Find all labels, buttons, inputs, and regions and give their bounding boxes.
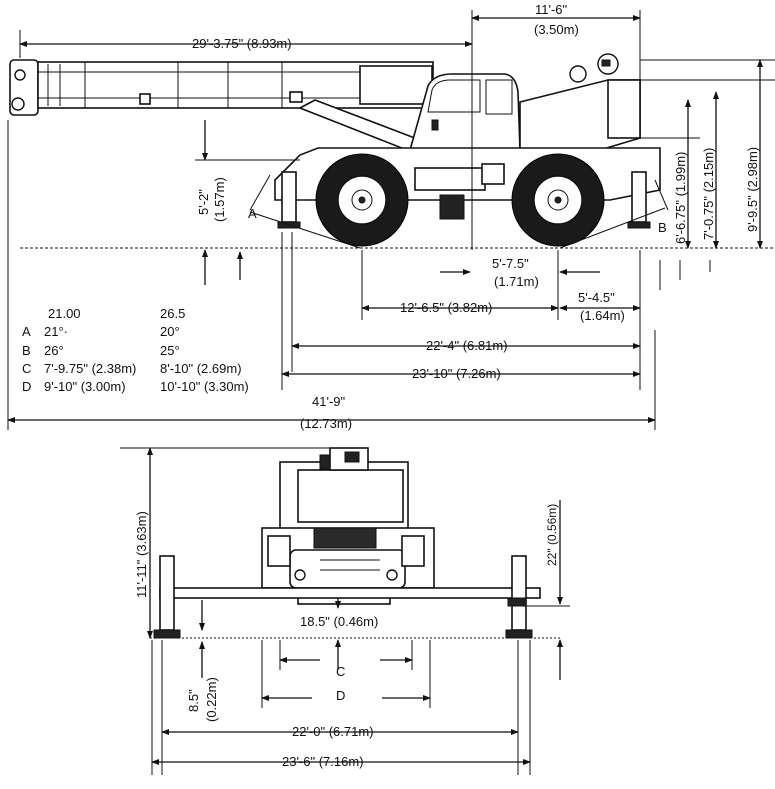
table-cell: 9'-10" (3.00m) — [44, 379, 126, 394]
table-cell: 21°· — [44, 324, 68, 339]
label-b: B — [658, 220, 667, 235]
outrigger-span2-label: 23'-10" (7.26m) — [412, 366, 501, 381]
outrigger-rise-m: (1.57m) — [212, 177, 227, 222]
rear-overhang-ft: 5'-4.5" — [578, 290, 615, 305]
front-outriggers — [153, 555, 541, 639]
rear-overhang-m: (1.64m) — [580, 308, 625, 323]
table-row-label: D — [22, 379, 31, 394]
front-wheel — [315, 153, 409, 247]
front-cab — [279, 447, 409, 531]
boom-length-label: 29'-3.75" (8.93m) — [192, 36, 292, 51]
rear-outrigger — [627, 171, 651, 229]
height-mid-label: 7'-0.75" (2.15m) — [701, 148, 716, 240]
table-row-label: B — [22, 343, 31, 358]
axle-offset-m: (1.71m) — [494, 274, 539, 289]
table-header-col2: 26.5 — [160, 306, 185, 321]
front-view: 11'-11" (3.63m) 22" (0.56m) 18.5" (0.46m… — [120, 447, 570, 775]
pad-height-in: 8.5" — [186, 689, 201, 712]
span-inner-label: 22'-0" (6.71m) — [292, 724, 374, 739]
angle-table: 21.00 26.5 A 21°· 20° B 26° 25° C 7'-9.7… — [22, 306, 249, 394]
table-cell: 20° — [160, 324, 180, 339]
front-outrigger — [277, 171, 301, 229]
departure-angle-line — [559, 207, 666, 249]
height-cab-label: 6'-6.75" (1.99m) — [673, 152, 688, 244]
label-d: D — [336, 688, 345, 703]
table-cell: 26° — [44, 343, 64, 358]
cab — [408, 73, 521, 151]
table-row-label: A — [22, 324, 31, 339]
outrigger-height-label: 22" (0.56m) — [545, 504, 559, 566]
overall-length-m: (12.73m) — [300, 416, 352, 431]
outrigger-rise-ft: 5'-2" — [196, 189, 211, 215]
boom — [9, 59, 434, 116]
front-carrier — [261, 527, 435, 605]
clearance-label: 18.5" (0.46m) — [300, 614, 378, 629]
table-cell: 7'-9.75" (2.38m) — [44, 361, 136, 376]
label-c: C — [336, 664, 345, 679]
rear-wheel — [511, 153, 605, 247]
cab-width-ft: 11'-6" — [535, 2, 568, 17]
cab-width-m: (3.50m) — [534, 22, 579, 37]
outrigger-span-label: 22'-4" (6.81m) — [426, 338, 508, 353]
height-total-label: 9'-9.5" (2.98m) — [745, 147, 760, 232]
pad-height-m: (0.22m) — [204, 677, 219, 722]
approach-angle-line — [249, 211, 361, 249]
table-cell: 8'-10" (2.69m) — [160, 361, 242, 376]
front-height-label: 11'-11" (3.63m) — [134, 511, 149, 598]
overall-length-ft: 41'-9" — [312, 394, 346, 409]
table-cell: 25° — [160, 343, 180, 358]
wheelbase-label: 12'-6.5" (3.82m) — [400, 300, 492, 315]
counterweight — [519, 53, 641, 151]
span-outer-label: 23'-6" (7.16m) — [282, 754, 364, 769]
table-cell: 10'-10" (3.30m) — [160, 379, 249, 394]
side-view: A B 29'-3.75" (8.93m) 11'-6" (3.50m) 9'-… — [7, 2, 775, 431]
axle-offset-ft: 5'-7.5" — [492, 256, 529, 271]
table-header-col1: 21.00 — [48, 306, 81, 321]
label-a: A — [248, 206, 257, 221]
table-row-label: C — [22, 361, 31, 376]
